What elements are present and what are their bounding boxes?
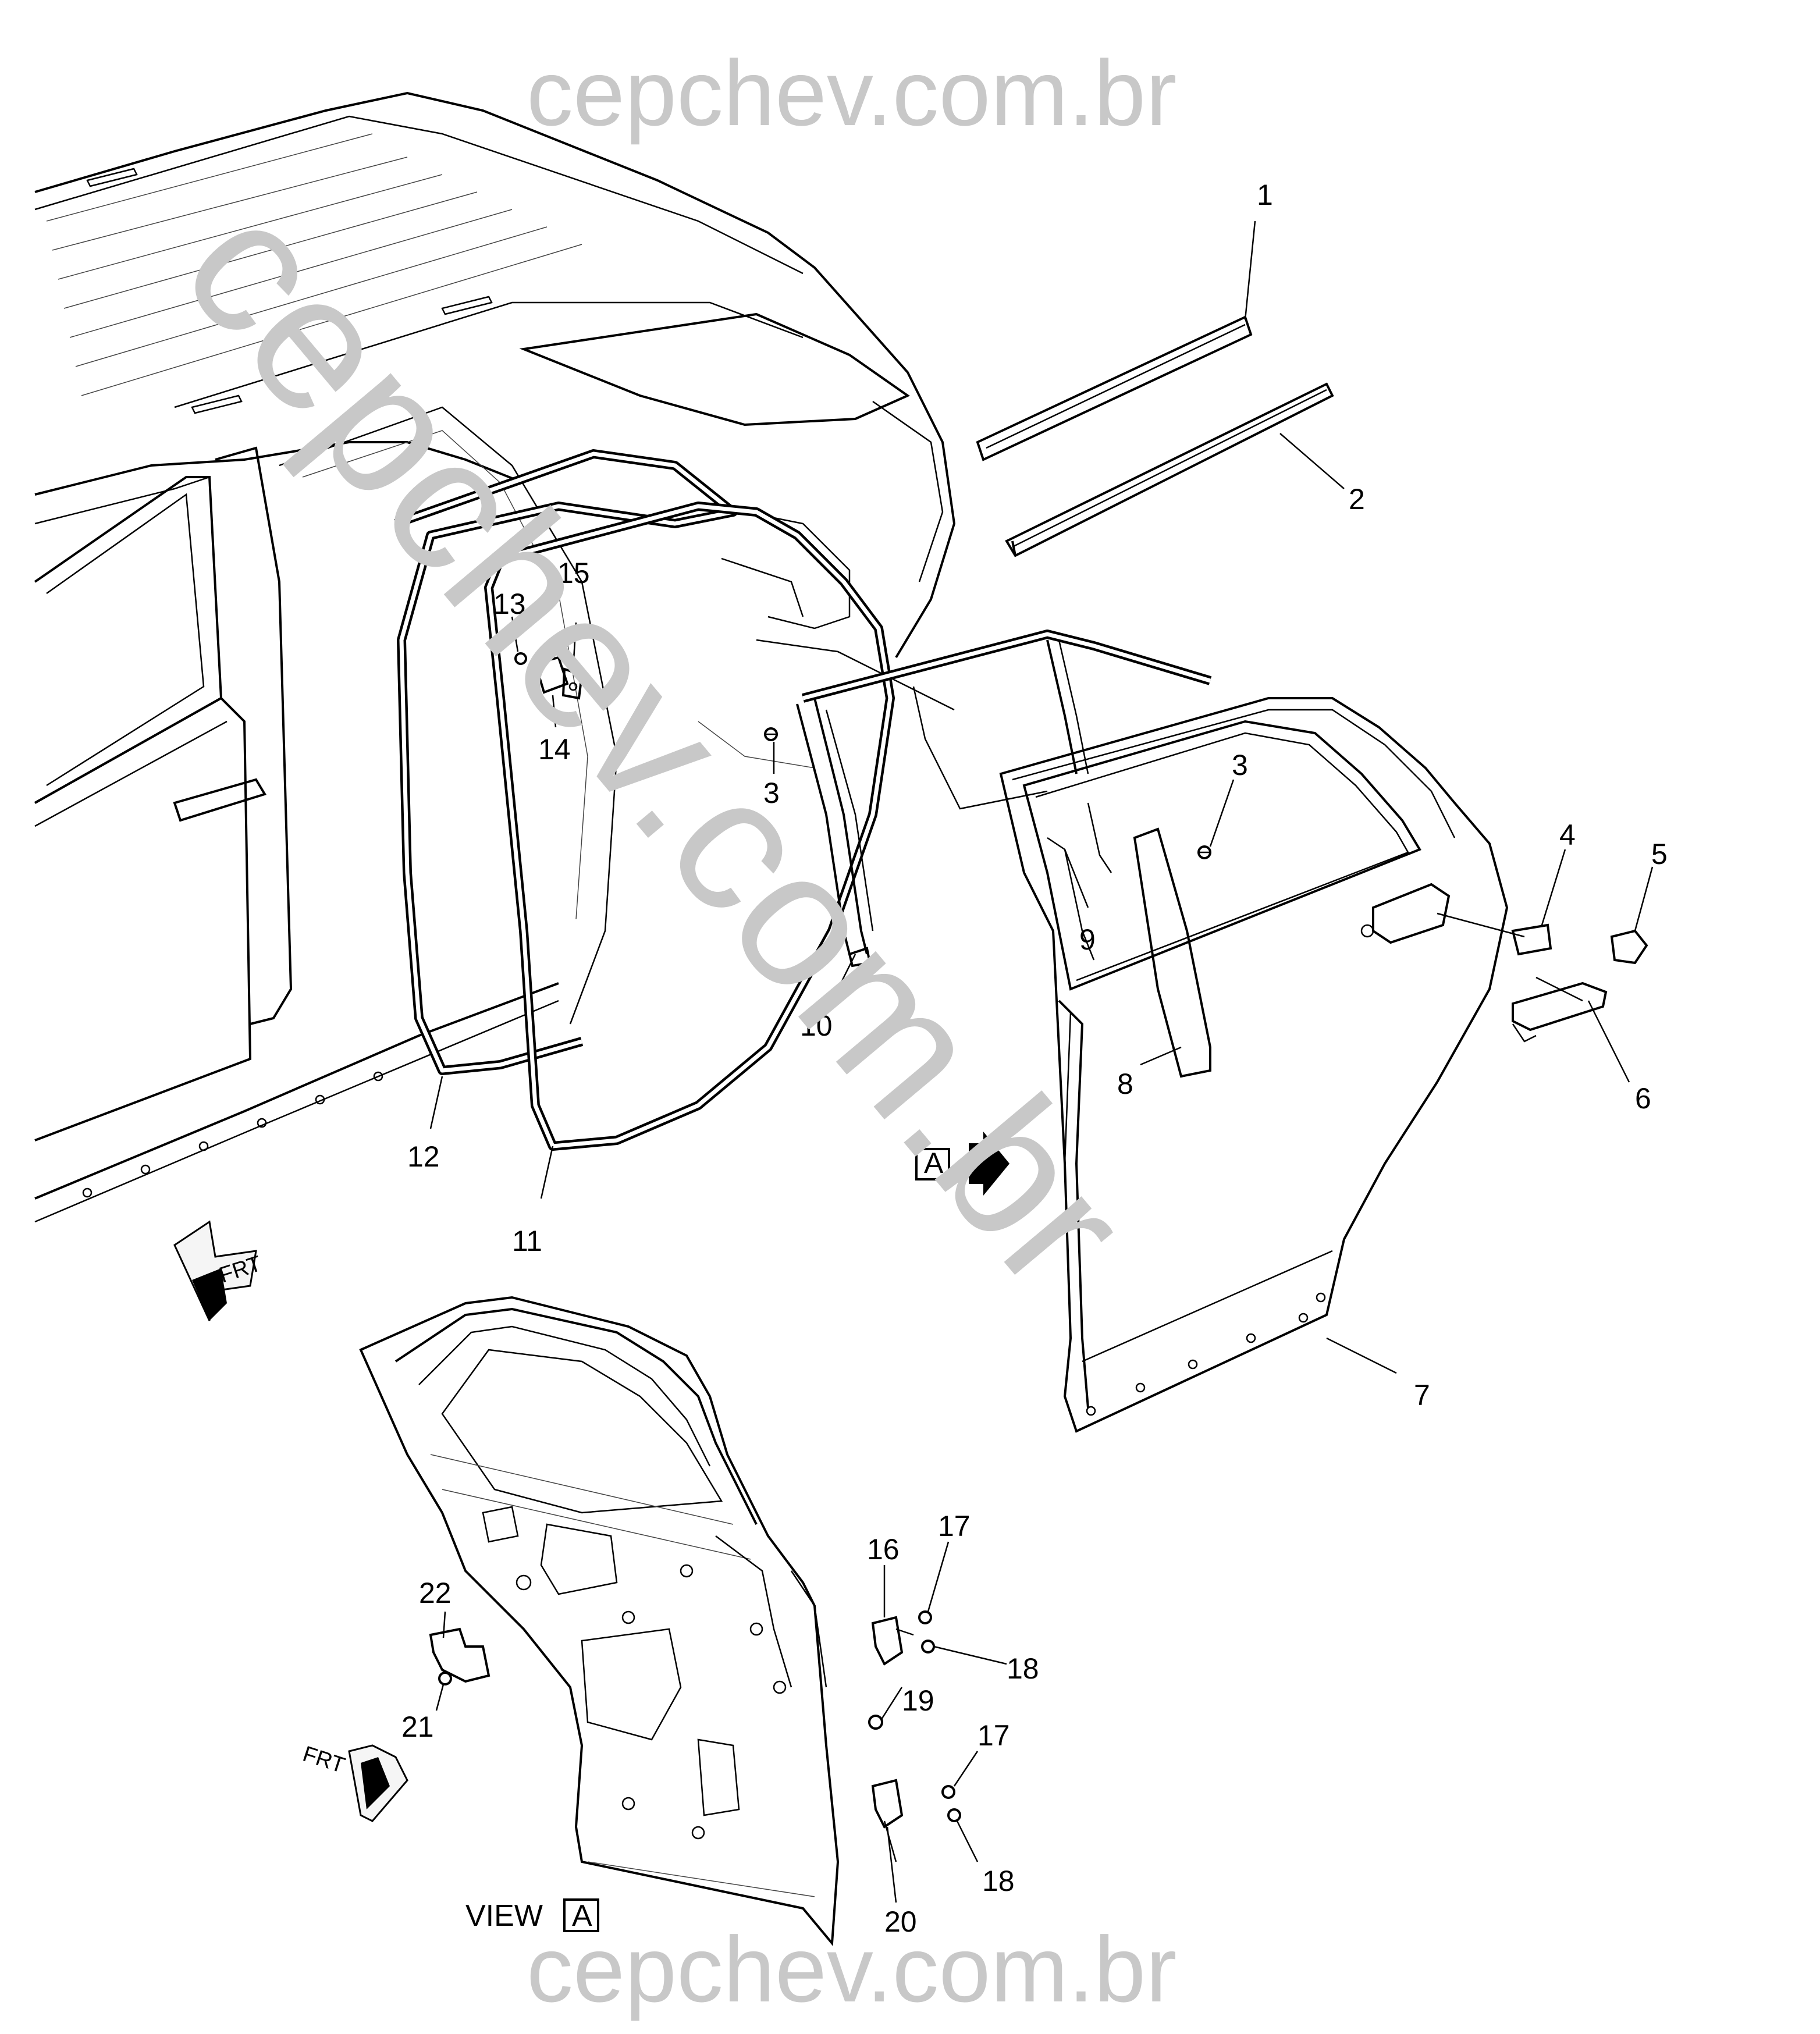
callout-14: 14	[538, 733, 571, 766]
callout-6: 6	[1635, 1082, 1651, 1115]
callout-17a: 17	[938, 1510, 971, 1542]
callout-22: 22	[419, 1577, 452, 1609]
belt-weatherstrip-2	[1005, 382, 1334, 557]
callout-3a: 3	[763, 777, 780, 809]
view-a-arrow-icon	[969, 1132, 1009, 1196]
leader-lines	[429, 221, 1654, 1903]
callout-4: 4	[1559, 819, 1576, 851]
callout-18b: 18	[982, 1865, 1015, 1897]
door-inner-panel-view-a	[359, 1296, 840, 1947]
callout-2: 2	[1349, 483, 1365, 515]
callout-15: 15	[557, 557, 590, 589]
view-label-box	[563, 1898, 599, 1932]
lower-hinge-20	[871, 1779, 904, 1862]
upper-hinge-16	[871, 1616, 914, 1666]
callout-11: 11	[512, 1225, 542, 1257]
callout-13: 13	[493, 588, 526, 620]
frt-label-lower: FRT	[300, 1742, 348, 1779]
watermark-bottom: cepchev.com.br	[527, 1917, 1177, 2021]
callout-1: 1	[1257, 179, 1273, 211]
callout-7: 7	[1414, 1379, 1430, 1411]
callout-numbers: 1 2 3 3 4 5 6 7 8 9 10 11 12 13 14 15 16…	[401, 179, 1668, 1938]
window-run-channel-10	[796, 630, 1212, 968]
callout-8: 8	[1117, 1068, 1133, 1100]
callout-12: 12	[407, 1140, 440, 1173]
outside-handle-6	[1512, 976, 1608, 1043]
view-label-prefix: VIEW	[465, 1899, 543, 1933]
front-direction-arrow-icon: FRT	[300, 1742, 408, 1822]
door-check-22	[429, 1627, 490, 1683]
callout-17b: 17	[977, 1719, 1010, 1752]
watermark-diagonal: cepchev.com.br	[143, 162, 1170, 1328]
hinge-bolts	[438, 1610, 961, 1822]
screw-3a	[764, 727, 778, 741]
view-a-marker-letter: A	[924, 1147, 944, 1179]
callout-5: 5	[1651, 838, 1668, 870]
callout-3b: 3	[1232, 749, 1248, 781]
callout-18a: 18	[1007, 1652, 1039, 1685]
callout-9: 9	[1079, 923, 1096, 956]
view-a-label: VIEW A	[465, 1898, 599, 1933]
door-opening-weatherstrip-11	[484, 502, 895, 1151]
callout-10: 10	[800, 1009, 833, 1042]
vehicle-body-outline	[34, 91, 956, 1223]
screw-3b	[1197, 845, 1211, 859]
view-a-box	[915, 1148, 950, 1180]
callout-21: 21	[401, 1711, 434, 1743]
handle-cap-5	[1610, 929, 1648, 965]
view-label-letter: A	[572, 1899, 592, 1933]
handle-bracket-4	[1511, 923, 1552, 956]
body-side-weatherstrip-12	[394, 449, 738, 1075]
rear-door-assembly-7	[999, 697, 1525, 1433]
door-striker-assembly	[514, 652, 584, 700]
callout-20: 20	[884, 1905, 917, 1938]
front-direction-arrow-icon: FRT	[173, 1220, 264, 1321]
belt-molding-1	[976, 315, 1253, 461]
view-a-marker: A	[915, 1132, 1009, 1196]
callout-19: 19	[902, 1684, 934, 1717]
callout-16: 16	[867, 1533, 900, 1566]
watermark-top: cepchev.com.br	[527, 41, 1177, 145]
